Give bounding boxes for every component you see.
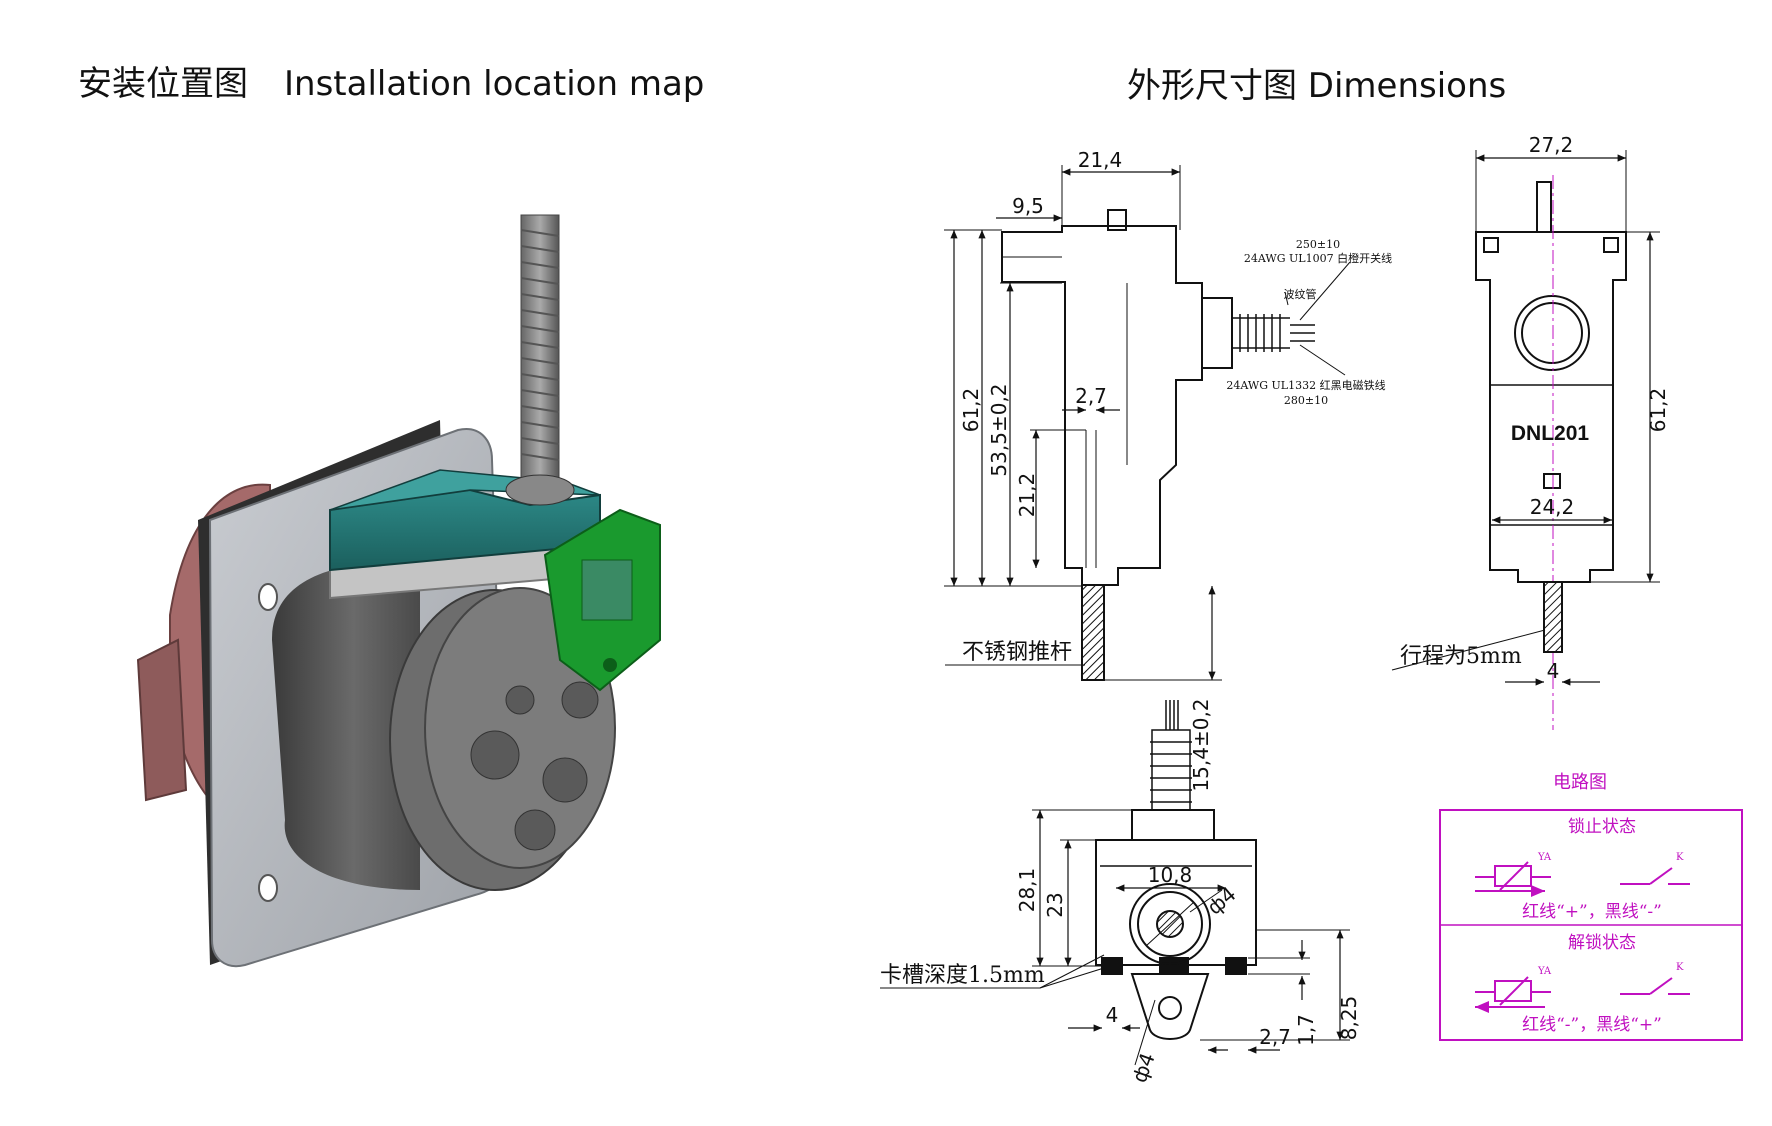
front-view-labels: 27,2 61,2 DNL201 24,2 行程为5mm 4	[1400, 133, 1670, 683]
unlocked-switch-label: K	[1676, 962, 1684, 973]
locked-coil-symbol	[1475, 861, 1551, 897]
locked-switch-label: K	[1676, 852, 1684, 863]
dim-height-a: 28,1	[1015, 868, 1039, 913]
installation-title: 安装位置图 Installation location map	[78, 56, 704, 105]
unlocked-coil-symbol	[1475, 976, 1551, 1013]
locked-title: 锁止状态	[1568, 817, 1636, 837]
dim-step: 1,7	[1294, 1014, 1318, 1046]
dim-slot: 2,7	[1075, 384, 1107, 408]
locked-switch-symbol	[1620, 867, 1690, 885]
locked-wires: 红线“+”，黑线“-”	[1522, 902, 1662, 922]
dim-height-b: 23	[1043, 892, 1067, 917]
installation-title-en: Installation location map	[284, 64, 705, 104]
locked-coil-label: YA	[1537, 852, 1552, 863]
dim-width-top: 21,4	[1078, 148, 1123, 172]
dimensions-title: 外形尺寸图 Dimensions	[1127, 66, 1507, 106]
dim-front-width: 27,2	[1529, 133, 1574, 157]
unlocked-switch-symbol	[1620, 977, 1690, 995]
rod-label: 不锈钢推杆	[962, 640, 1072, 665]
dim-rod-width: 4	[1547, 659, 1560, 683]
dim-left: 4	[1106, 1003, 1119, 1027]
dim-inner-width: 24,2	[1530, 495, 1575, 519]
installation-render	[136, 214, 661, 968]
wire2-length: 280±10	[1284, 394, 1328, 407]
wire1-spec: 24AWG UL1007 白橙开关线	[1244, 251, 1392, 265]
dim-right: 2,7	[1259, 1025, 1291, 1049]
front-view-drawing	[1391, 150, 1660, 730]
dim-height-body: 53,5±0,2	[987, 383, 1011, 476]
side-view-labels: 21,4 9,5 61,2 53,5±0,2 21,2 2,7 15,4±0,2…	[959, 148, 1392, 792]
installation-title-cn: 安装位置图	[78, 64, 248, 104]
unlocked-wires: 红线“-”，黑线“+”	[1522, 1015, 1662, 1035]
dim-front-height: 61,2	[1646, 388, 1670, 433]
unlocked-coil-label: YA	[1537, 966, 1552, 977]
dim-hole-spacing: 10,8	[1148, 863, 1193, 887]
wire1-length: 250±10	[1296, 238, 1340, 251]
dim-tab: 8,25	[1337, 996, 1361, 1041]
groove-label: 卡槽深度1.5mm	[880, 963, 1045, 988]
unlocked-title: 解锁状态	[1568, 933, 1636, 953]
tube-label: 波纹管	[1284, 287, 1317, 301]
dim-inner: 21,2	[1015, 473, 1039, 518]
bottom-view-drawing	[880, 700, 1350, 1066]
side-view-drawing	[944, 165, 1351, 681]
dim-stroke-out: 15,4±0,2	[1189, 698, 1213, 791]
dim-offset: 9,5	[1012, 194, 1044, 218]
model-label: DNL201	[1511, 422, 1590, 445]
dim-hole2: ф4	[1127, 1049, 1160, 1085]
stroke-label: 行程为5mm	[1400, 644, 1522, 669]
circuit-diagram: 电路图 锁止状态 解锁状态 YA K 红线“+”，黑线“-” YA	[1439, 772, 1743, 1041]
dim-height-total: 61,2	[959, 388, 983, 433]
wire2-spec: 24AWG UL1332 红黑电磁铁线	[1226, 378, 1385, 392]
circuit-title: 电路图	[1553, 772, 1607, 793]
